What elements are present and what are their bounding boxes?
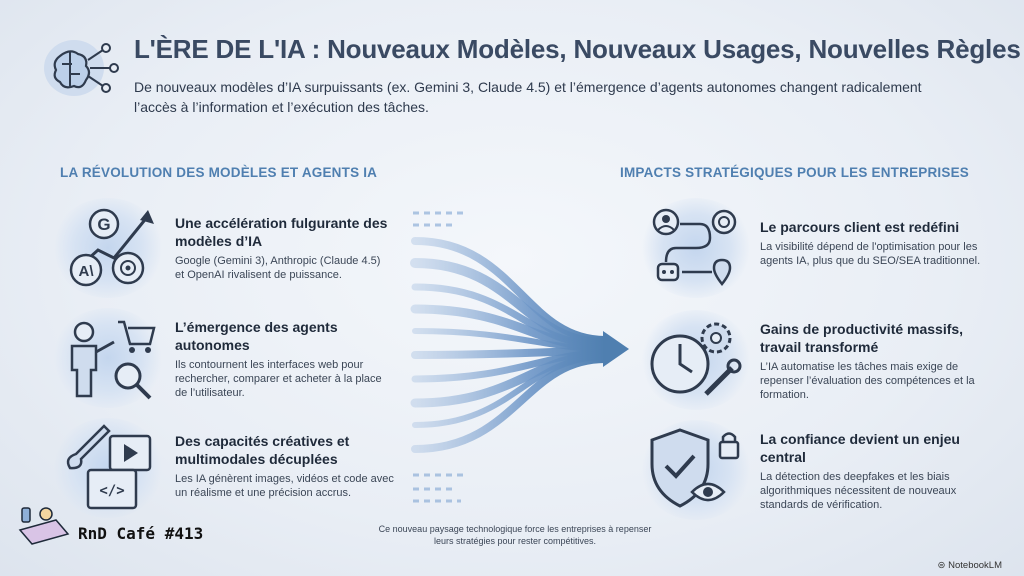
footer-note: Ce nouveau paysage technologique force l… — [378, 524, 652, 546]
brain-network-icon — [40, 36, 120, 100]
item-description: Ils contournent les interfaces web pour … — [175, 359, 382, 399]
item-title: Une accélération fulgurante des modèles … — [175, 215, 388, 249]
item-title: La confiance devient un enjeu central — [760, 431, 960, 465]
notebooklm-watermark: ⊜ NotebookLM — [938, 560, 1002, 571]
brand-label: RnD Café #413 — [78, 524, 204, 543]
item-title: Des capacités créatives et multimodales … — [175, 433, 350, 467]
multimodal-creative-icon: </> — [60, 420, 160, 516]
agent-shopping-icon — [60, 312, 160, 404]
right-column-heading: IMPACTS STRATÉGIQUES POUR LES ENTREPRISE… — [620, 165, 969, 180]
left-column-heading: LA RÉVOLUTION DES MODÈLES ET AGENTS IA — [60, 165, 378, 180]
svg-text:</>: </> — [99, 483, 124, 499]
item-description: La détection des deepfakes et les biais … — [760, 471, 957, 511]
page-title: L'ÈRE DE L'IA : Nouveaux Modèles, Nouvea… — [134, 34, 1021, 64]
item-title: L’émergence des agents autonomes — [175, 319, 338, 353]
page-subtitle: De nouveaux modèles d’IA surpuissants (e… — [134, 79, 922, 115]
svg-text:A\: A\ — [79, 263, 95, 280]
right-item-trust: La confiance devient un enjeu central La… — [760, 430, 985, 512]
left-item-agents: L’émergence des agents autonomes Ils con… — [175, 318, 390, 400]
item-description: L’IA automatise les tâches mais exige de… — [760, 361, 975, 401]
svg-text:G: G — [97, 215, 110, 234]
item-description: Google (Gemini 3), Anthropic (Claude 4.5… — [175, 255, 381, 281]
watermark-label: NotebookLM — [948, 560, 1002, 571]
item-title: Gains de productivité massifs, travail t… — [760, 321, 964, 355]
item-description: La visibilité dépend de l'optimisation p… — [760, 241, 981, 267]
notebooklm-icon: ⊜ — [937, 560, 949, 571]
trust-shield-icon — [646, 422, 746, 518]
right-item-customer-journey: Le parcours client est redéfini La visib… — [760, 218, 985, 268]
left-item-acceleration: Une accélération fulgurante des modèles … — [175, 214, 390, 282]
item-description: Les IA génèrent images, vidéos et code a… — [175, 473, 394, 499]
ai-logos-growth-icon: G A\ — [60, 202, 160, 294]
customer-journey-icon — [646, 202, 746, 294]
productivity-gears-icon — [646, 314, 746, 406]
left-item-creative: Des capacités créatives et multimodales … — [175, 432, 400, 500]
data-flow-graphic — [405, 205, 635, 505]
right-item-productivity: Gains de productivité massifs, travail t… — [760, 320, 985, 402]
item-title: Le parcours client est redéfini — [760, 219, 960, 235]
brand-logo-icon — [16, 504, 74, 546]
